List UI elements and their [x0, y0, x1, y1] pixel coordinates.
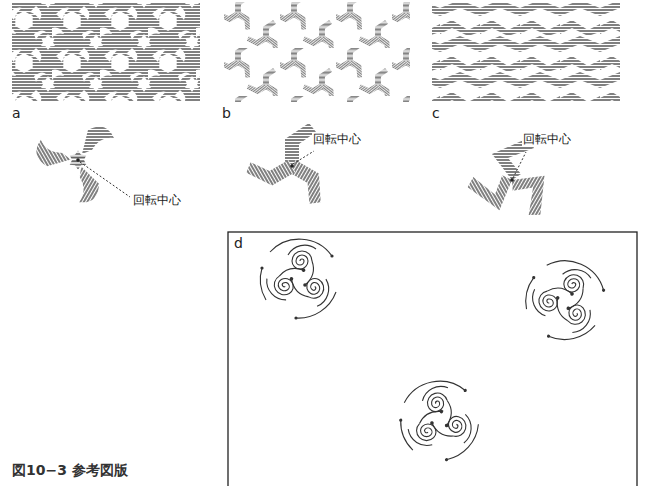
spiral-motif [514, 250, 613, 351]
panel-letter: d [234, 236, 243, 251]
panel-letter: a [12, 106, 21, 121]
leader-line [513, 152, 526, 178]
leader-line [293, 151, 314, 164]
motif [31, 126, 114, 208]
pattern-panel [432, 2, 620, 102]
pattern-panel [12, 2, 200, 102]
panel-letter: b [222, 106, 231, 121]
motif [465, 138, 559, 220]
spiral-motif [392, 373, 486, 470]
panel-letter: c [432, 106, 440, 121]
spiral-motif [260, 239, 336, 319]
leader-line [80, 162, 130, 197]
figure-caption: 図10−3 参考図版 [12, 462, 128, 480]
callout-label: 回転中心 [312, 133, 362, 146]
callout-label: 回転中心 [522, 133, 572, 146]
callout-label: 回転中心 [132, 194, 182, 207]
frame [228, 232, 637, 486]
pattern-panel [222, 2, 410, 102]
